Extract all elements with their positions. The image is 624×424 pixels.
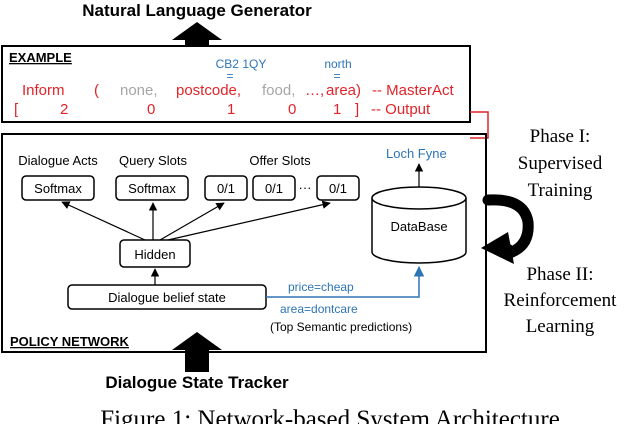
offer-slot-text-1: 0/1 bbox=[217, 181, 235, 196]
softmax-acts-text: Softmax bbox=[34, 181, 82, 196]
postcode-value: CB2 1QY bbox=[216, 57, 267, 71]
arrow-hidden-to-offer1 bbox=[159, 202, 225, 241]
prediction-price: price=cheap bbox=[288, 280, 354, 294]
out-v4: 0 bbox=[288, 101, 296, 118]
act-none: none, bbox=[120, 82, 158, 99]
out-open: [ bbox=[14, 101, 19, 118]
act-area: area) bbox=[326, 82, 361, 99]
phase1-line2: Supervised bbox=[518, 153, 603, 174]
area-value: north bbox=[324, 57, 351, 71]
database-text: DataBase bbox=[390, 219, 447, 234]
out-v2: 0 bbox=[147, 101, 155, 118]
out-v5: 1 bbox=[333, 101, 341, 118]
phase1-line3: Training bbox=[528, 180, 593, 201]
arrow-hidden-to-offer3 bbox=[167, 200, 331, 241]
out-close: ] bbox=[355, 101, 359, 118]
result-value: Loch Fyne bbox=[386, 146, 447, 161]
belief-state-text: Dialogue belief state bbox=[108, 290, 226, 305]
prediction-caption: (Top Semantic predictions) bbox=[270, 320, 412, 334]
offer-slots-label: Offer Slots bbox=[249, 153, 311, 168]
nlg-title: Natural Language Generator bbox=[82, 1, 312, 20]
arrow-hidden-to-acts bbox=[61, 201, 146, 241]
act-dots: …, bbox=[305, 82, 324, 99]
hidden-box bbox=[119, 239, 191, 268]
act-postcode: postcode, bbox=[176, 82, 241, 99]
output-connector bbox=[470, 111, 489, 139]
prediction-area: area=dontcare bbox=[280, 302, 358, 316]
database-icon bbox=[371, 186, 467, 264]
phase1-line1: Phase I: bbox=[530, 126, 591, 147]
act-paren: ( bbox=[94, 82, 99, 99]
softmax-query-text: Softmax bbox=[128, 181, 176, 196]
figure-caption: Figure 1: Network-based System Architect… bbox=[100, 406, 560, 424]
out-v3: 1 bbox=[227, 101, 235, 118]
policy-box bbox=[1, 133, 487, 353]
tracker-label: Dialogue State Tracker bbox=[105, 373, 289, 392]
bottom-up-arrow-icon bbox=[172, 332, 222, 372]
postcode-eq: = bbox=[226, 69, 233, 83]
area-eq: = bbox=[333, 69, 340, 83]
act-suffix: -- MasterAct bbox=[372, 82, 455, 99]
policy-label: POLICY NETWORK bbox=[10, 334, 130, 349]
out-v1: 2 bbox=[60, 101, 68, 118]
phase-transition-arrow-icon bbox=[481, 194, 534, 264]
offer-slot-box-3 bbox=[316, 175, 360, 201]
offer-slot-box-2 bbox=[252, 175, 296, 201]
phase2-line3: Learning bbox=[526, 316, 595, 337]
softmax-query-box bbox=[115, 175, 189, 201]
arrow-belief-to-database bbox=[266, 265, 425, 298]
act-food: food, bbox=[262, 82, 295, 99]
offer-slot-text-3: 0/1 bbox=[329, 181, 347, 196]
act-inform: Inform bbox=[22, 82, 65, 99]
dialogue-acts-label: Dialogue Acts bbox=[18, 153, 98, 168]
out-suffix: -- Output bbox=[371, 101, 431, 118]
offer-slot-text-2: 0/1 bbox=[265, 181, 283, 196]
query-slots-label: Query Slots bbox=[119, 153, 187, 168]
softmax-acts-box bbox=[21, 175, 95, 201]
example-box bbox=[1, 45, 471, 123]
offer-slot-ellipsis: ··· bbox=[299, 180, 312, 195]
offer-slot-box-1 bbox=[204, 175, 248, 201]
example-label: EXAMPLE bbox=[9, 50, 72, 65]
phase2-line1: Phase II: bbox=[526, 264, 593, 285]
up-arrow-icon bbox=[172, 22, 222, 46]
hidden-text: Hidden bbox=[134, 247, 175, 262]
phase2-line2: Reinforcement bbox=[504, 290, 618, 311]
